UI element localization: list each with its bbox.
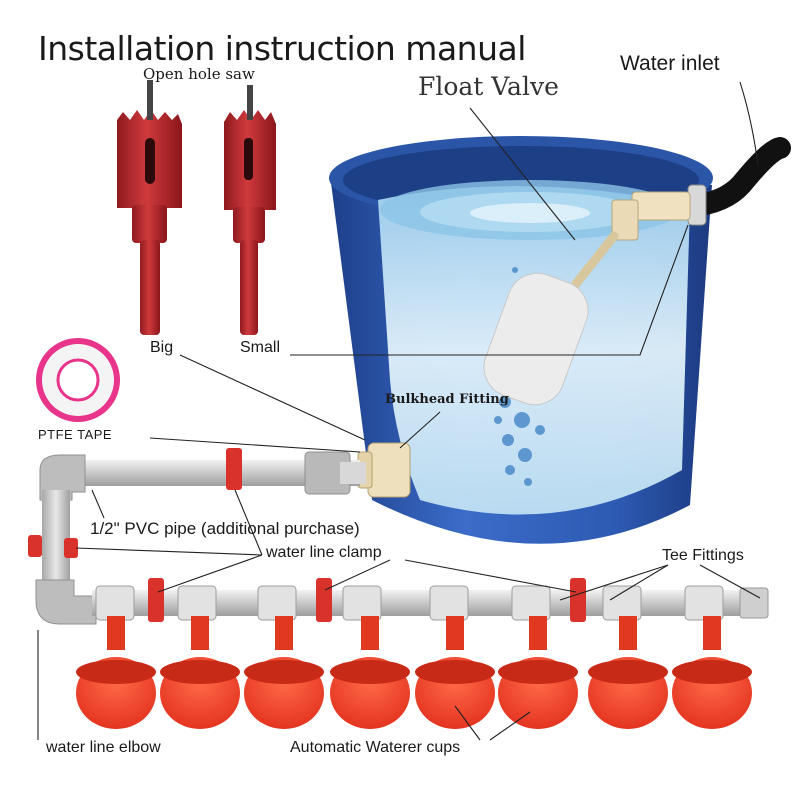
label-pvc-pipe: 1/2" PVC pipe (additional purchase) [90, 519, 360, 538]
label-water-inlet: Water inlet [620, 52, 720, 75]
label-open-hole-saw: Open hole saw [143, 65, 255, 83]
label-small: Small [240, 339, 281, 356]
label-float-valve: Float Valve [418, 72, 559, 101]
pvc-pipes [35, 451, 769, 625]
label-water-line-clamp: water line clamp [266, 544, 382, 561]
label-bulkhead-fitting: Bulkhead Fitting [385, 392, 509, 407]
label-big: Big [150, 339, 174, 356]
label-tee-fittings: Tee Fittings [662, 547, 744, 564]
hole-saw-small [224, 85, 276, 335]
water-inlet-hose [687, 137, 791, 226]
ptfe-tape-roll [36, 338, 120, 422]
label-automatic-waterer-cups: Automatic Waterer cups [290, 739, 461, 756]
label-water-line-elbow: water line elbow [46, 739, 161, 756]
waterer-cups [76, 616, 752, 729]
label-ptfe-tape: PTFE TAPE [38, 427, 113, 442]
hole-saw-big [117, 80, 182, 335]
leader-lines [37, 81, 761, 741]
page-title: Installation instruction manual [38, 29, 526, 68]
float-valve [483, 191, 691, 406]
